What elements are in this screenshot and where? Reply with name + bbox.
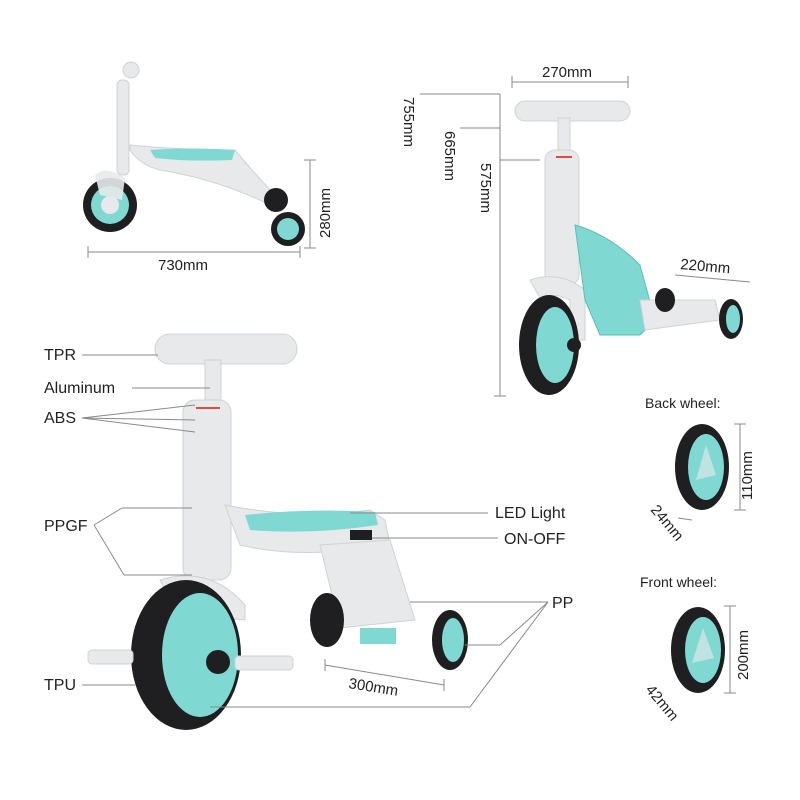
rear-track-label: 300mm [347, 675, 399, 700]
handle-width-label: 270mm [542, 64, 592, 81]
front-wheel-detail: Front wheel: 200mm 42mm [640, 574, 752, 725]
ppgf-label: PPGF [44, 518, 88, 535]
height-min-label: 575mm [477, 163, 494, 213]
front-wheel-diameter-label: 200mm [735, 630, 752, 680]
deck-width-label: 220mm [680, 256, 731, 277]
abs-label: ABS [44, 410, 76, 427]
back-wheel-width-label: 24mm [647, 502, 687, 545]
on-off-label: ON-OFF [504, 531, 566, 548]
scooter-view: 270mm 755mm 665mm 575mm 220mm [400, 64, 751, 397]
tpr-label: TPR [44, 347, 76, 364]
height-max-label: 755mm [400, 97, 417, 147]
labeled-scooter: TPR Aluminum ABS PPGF TPU LED Light ON-O… [44, 333, 573, 730]
back-wheel-diameter-label: 110mm [739, 451, 756, 500]
pp-label: PP [552, 595, 573, 612]
tpu-label: TPU [44, 677, 76, 694]
overall-length-label: 730mm [158, 257, 208, 274]
aluminum-label: Aluminum [44, 380, 115, 397]
height-mid-label: 665mm [441, 131, 458, 181]
front-wheel-width-label: 42mm [642, 682, 682, 725]
front-wheel-title: Front wheel: [640, 574, 717, 590]
led-light-label: LED Light [495, 505, 566, 522]
back-wheel-title: Back wheel: [645, 395, 720, 411]
back-wheel-detail: Back wheel: 110mm 24mm [645, 395, 756, 545]
seat-height-label: 280mm [317, 188, 334, 238]
tricycle-view: 730mm 280mm [83, 61, 334, 274]
